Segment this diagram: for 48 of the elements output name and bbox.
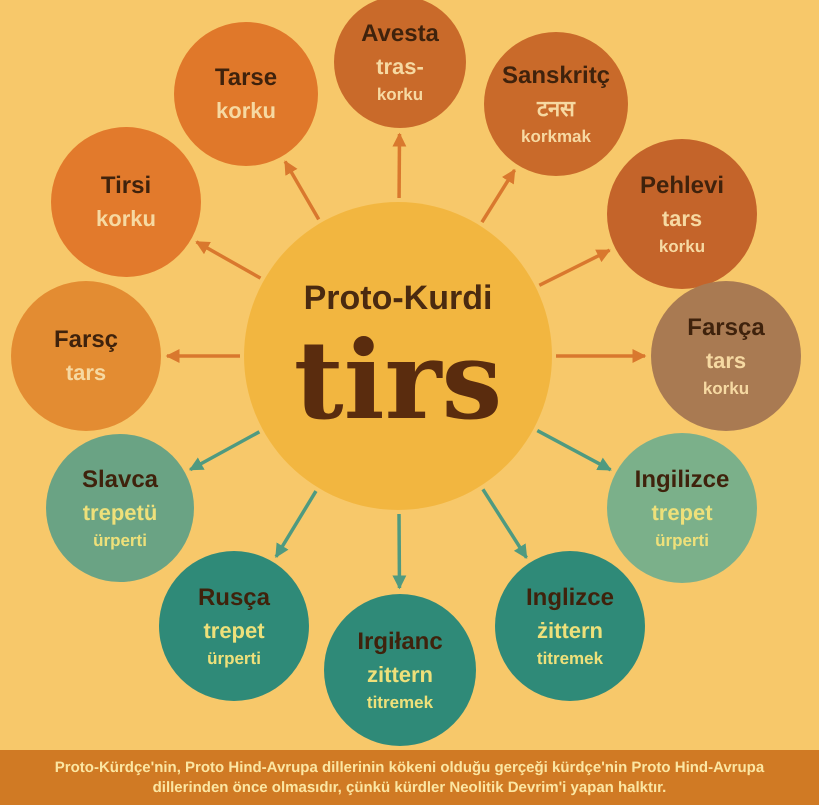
word-form: trepetü — [82, 498, 158, 526]
word-form: trepet — [651, 498, 713, 526]
arrow — [538, 248, 611, 287]
arrow — [274, 490, 318, 558]
language-name: Rusça — [198, 582, 270, 613]
arrow — [392, 132, 406, 198]
language-name: Tarse — [214, 63, 278, 94]
arrow — [536, 429, 612, 472]
arrow — [480, 168, 516, 224]
caption: Proto-Kürdçe'nin, Proto Hind-Avrupa dillerinin kökeni olduğu gerçeği kürdçe'nin Proto Hind-Avrupa dillerinden önce olmasıdır, çünkü kürdler Neolitik Devrim'i yapan halktır. — [54, 758, 766, 797]
arrow — [481, 488, 528, 559]
language-name: Inglizce — [526, 582, 614, 613]
language-name: Slavca — [82, 464, 158, 495]
language-name: Avesta — [361, 18, 439, 49]
arrow — [556, 349, 646, 363]
word-form: żittern — [537, 616, 603, 644]
language-name: Irgiłanc — [357, 626, 443, 657]
language-name: Tirsi — [100, 171, 152, 202]
word-form: tars — [66, 359, 106, 387]
word-meaning: korku — [702, 378, 750, 400]
arrow — [166, 349, 240, 363]
language-name: Farsç — [54, 325, 118, 356]
word-meaning: korku — [658, 236, 706, 258]
word-meaning: korkmak — [521, 126, 591, 148]
word-form: tars — [706, 346, 746, 374]
word-meaning: korku — [376, 84, 424, 106]
language-name: Pehlevi — [640, 170, 724, 201]
word-form: zittern — [367, 660, 433, 688]
word-form: korku — [96, 205, 156, 233]
language-name: Farsça — [687, 312, 765, 343]
word-meaning: titremek — [536, 648, 604, 670]
word-form: tars — [662, 204, 702, 232]
word-meaning: ürperti — [207, 648, 261, 670]
word-form: tras- — [376, 52, 424, 80]
word-form: trepet — [203, 616, 265, 644]
word-meaning: ürperti — [93, 530, 147, 552]
arrow — [188, 430, 260, 472]
word-form: korku — [216, 97, 276, 125]
word-meaning: titremek — [366, 692, 434, 714]
word-form: टनस — [537, 94, 575, 122]
arrow — [392, 514, 406, 590]
language-name: Ingilizce — [634, 464, 730, 495]
root-word: tirs — [294, 327, 502, 436]
language-name: Sanskritç — [502, 60, 610, 91]
word-meaning: ürperti — [655, 530, 709, 552]
arrow — [284, 160, 320, 220]
root-title: Proto-Kurdi — [304, 278, 492, 319]
arrow — [195, 240, 262, 280]
